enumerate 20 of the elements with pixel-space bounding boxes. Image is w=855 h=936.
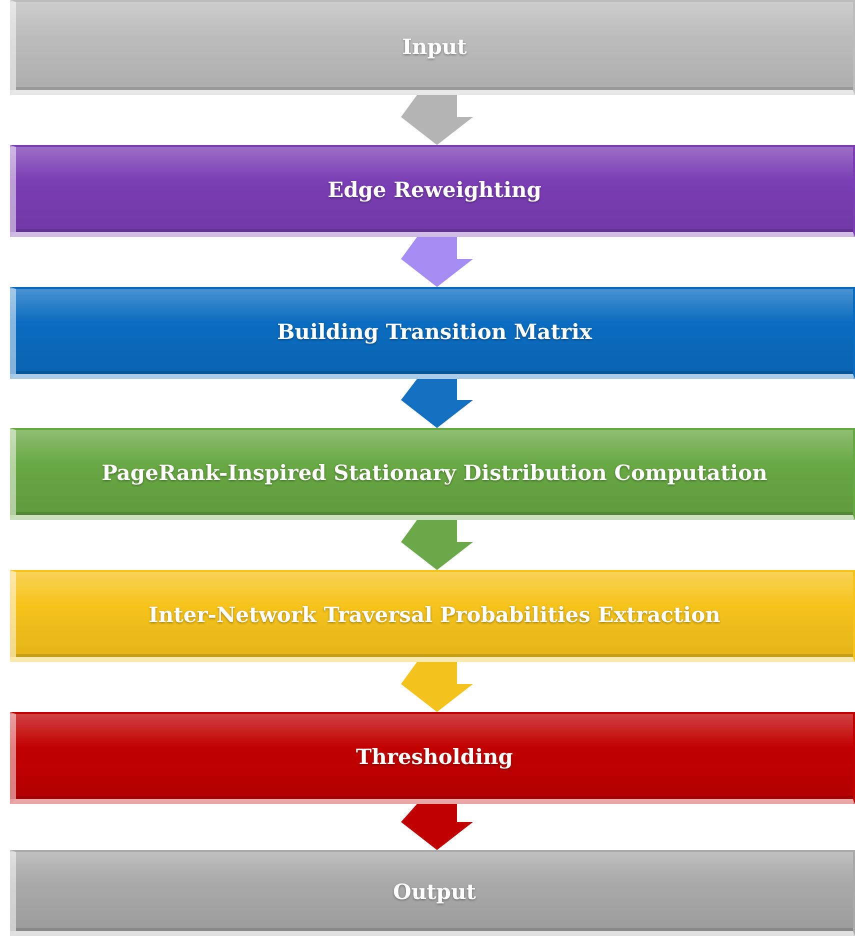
step-label: PageRank-Inspired Stationary Distribution Computation: [102, 460, 768, 485]
block-arrow: [401, 804, 473, 850]
process-bar: [10, 712, 855, 804]
block-arrow: [401, 379, 473, 428]
step-label: Edge Reweighting: [328, 177, 542, 202]
process-bar: [10, 570, 855, 662]
block-arrow: [401, 520, 473, 570]
step-label: Inter-Network Traversal Probabilities Extraction: [148, 602, 720, 627]
step-label: Thresholding: [356, 744, 513, 769]
process-bar: [10, 428, 855, 520]
process-bar: [10, 145, 855, 237]
process-bar: [10, 0, 855, 95]
process-bar: [10, 287, 855, 379]
step-label: Output: [393, 879, 476, 904]
step-label: Building Transition Matrix: [276, 319, 592, 344]
block-arrow: [401, 237, 473, 287]
block-arrow: [401, 662, 473, 712]
step-label: Input: [402, 34, 467, 58]
block-arrow: [401, 95, 473, 145]
process-bar: [10, 850, 855, 936]
